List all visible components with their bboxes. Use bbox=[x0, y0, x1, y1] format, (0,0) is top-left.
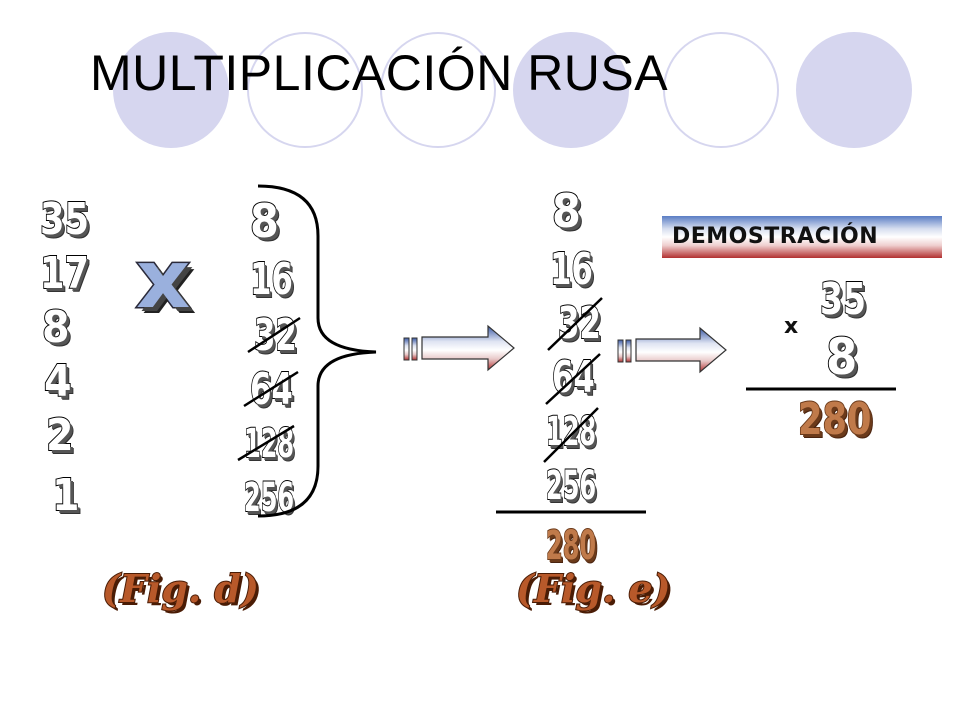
halving-value: 8 bbox=[41, 302, 70, 353]
decor-circle-3 bbox=[380, 32, 496, 148]
halving-value: 4 bbox=[43, 356, 72, 407]
strike-line bbox=[545, 353, 601, 405]
doubling-value: 8 bbox=[249, 194, 280, 248]
demo-multiplier: 8 bbox=[825, 328, 858, 386]
halving-value: 17 bbox=[39, 248, 90, 299]
curly-brace bbox=[257, 184, 377, 518]
strike-line bbox=[547, 297, 603, 351]
demo-banner: DEMOSTRACIÓN bbox=[662, 216, 942, 258]
demo-heading: DEMOSTRACIÓN bbox=[672, 224, 879, 249]
fig-e-label: (Fig. e) bbox=[515, 566, 672, 611]
strike-line bbox=[237, 424, 295, 462]
fig-e-value: 8 bbox=[551, 184, 582, 238]
strike-line bbox=[247, 316, 301, 354]
decor-circle-1 bbox=[113, 32, 229, 148]
fig-e-value: 32 bbox=[557, 298, 601, 349]
decor-circle-6 bbox=[796, 32, 912, 148]
decor-circle-4 bbox=[513, 32, 629, 148]
slide-title: MULTIPLICACIÓN RUSA bbox=[90, 45, 669, 101]
fig-e-value: 16 bbox=[549, 244, 593, 295]
fig-e-sum: 280 bbox=[545, 523, 597, 569]
halving-value: 35 bbox=[39, 194, 90, 245]
doubling-value: 16 bbox=[249, 254, 293, 305]
strike-line bbox=[543, 407, 599, 463]
strike-line bbox=[243, 370, 299, 408]
arrow-right-icon bbox=[617, 326, 727, 374]
halving-value: 1 bbox=[51, 470, 80, 521]
arrow-right-icon bbox=[403, 324, 515, 372]
halving-value: 2 bbox=[45, 410, 74, 461]
demo-multiply-sign: x bbox=[784, 314, 799, 339]
demo-multiplicand: 35 bbox=[819, 274, 866, 325]
decor-circle-2 bbox=[247, 32, 363, 148]
multiply-sign: x bbox=[134, 233, 191, 326]
decor-circle-5 bbox=[663, 32, 779, 148]
demo-product: 280 bbox=[797, 394, 872, 445]
fig-e-value: 256 bbox=[545, 463, 597, 509]
fig-d-label: (Fig. d) bbox=[101, 566, 260, 611]
